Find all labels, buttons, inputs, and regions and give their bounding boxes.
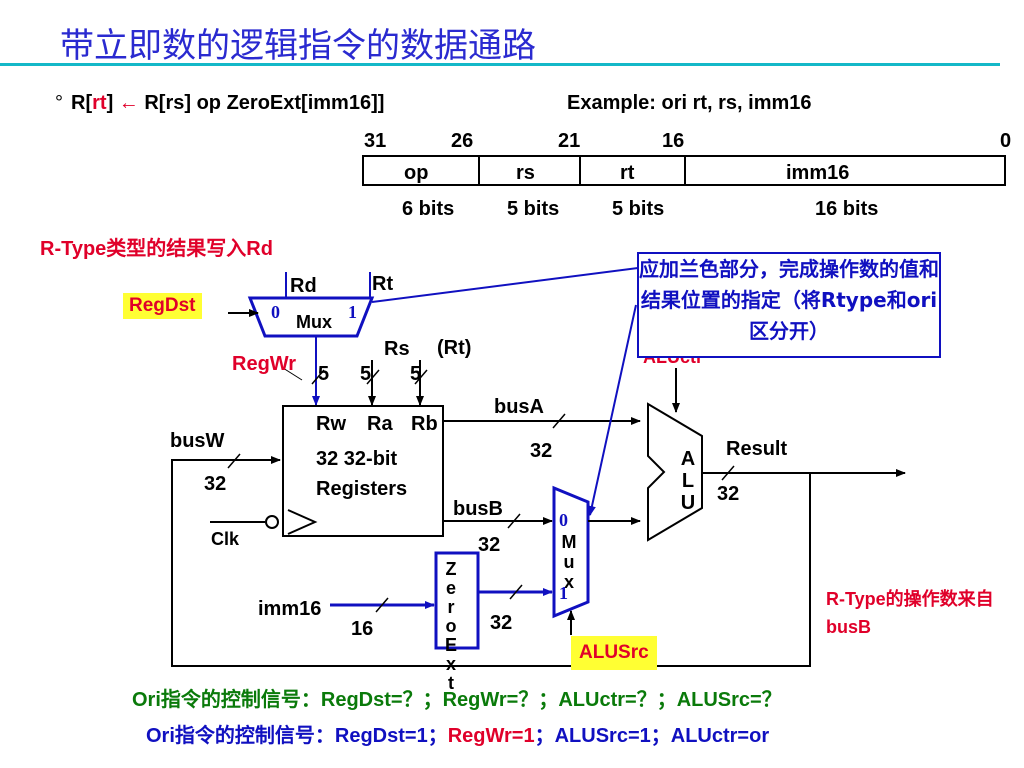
rtl-line: ° R[rt] ← R[rs] op ZeroExt[imm16]] bbox=[55, 92, 384, 115]
answer-alusrc-aluctr: ；ALUSrc=1；ALUctr=or bbox=[534, 725, 770, 747]
field-rs: rs bbox=[516, 162, 535, 184]
alusrc-mux-label: Mux bbox=[559, 532, 579, 592]
rtl-prefix: R[ bbox=[71, 92, 93, 114]
width-5: 5 bbox=[410, 363, 422, 385]
field-divider bbox=[684, 155, 686, 186]
callout-pointer bbox=[588, 304, 637, 516]
rw-port: Rw bbox=[316, 413, 346, 435]
alusrc-control: ALUSrc bbox=[571, 636, 657, 670]
regdst-mux-label: Mux bbox=[296, 312, 332, 332]
tick bbox=[509, 584, 523, 600]
alusrc-mux-1: 1 bbox=[559, 583, 568, 603]
result-label: Result bbox=[726, 438, 788, 460]
clock-bubble bbox=[265, 515, 279, 529]
regwr-control: RegWr bbox=[232, 353, 297, 375]
regdst-mux-0: 0 bbox=[271, 302, 280, 322]
tick bbox=[507, 513, 521, 529]
zeroext-box bbox=[434, 551, 480, 650]
alusrc-mux-shape bbox=[552, 485, 590, 619]
ra-port: Ra bbox=[367, 413, 393, 435]
register-file-line1: 32 32-bit bbox=[316, 448, 398, 470]
tick bbox=[375, 597, 389, 613]
width-rs: 5 bits bbox=[507, 198, 560, 220]
tick bbox=[552, 413, 566, 429]
regdst-control: RegDst bbox=[123, 293, 202, 319]
slide-title: 带立即数的逻辑指令的数据通路 bbox=[60, 26, 536, 66]
bit-26: 26 bbox=[451, 130, 474, 152]
busb-label: busB bbox=[453, 498, 503, 520]
regwr-wire bbox=[282, 367, 303, 381]
imm16-width: 16 bbox=[351, 618, 374, 640]
busa-label: busA bbox=[494, 396, 544, 418]
control-signals-answer: Ori指令的控制信号：RegDst=1；RegWr=1；ALUSrc=1；ALU… bbox=[146, 719, 769, 748]
width-imm16: 16 bits bbox=[815, 198, 879, 220]
answer-regdst: Ori指令的控制信号：RegDst=1； bbox=[146, 725, 448, 747]
bullet-dot: ° bbox=[55, 92, 63, 114]
width-5: 5 bbox=[318, 363, 330, 385]
callout-pointer bbox=[371, 267, 639, 303]
tick bbox=[414, 369, 428, 385]
bit-16: 16 bbox=[662, 130, 685, 152]
tick bbox=[721, 465, 735, 481]
busw-width: 32 bbox=[204, 473, 227, 495]
width-rt: 5 bits bbox=[612, 198, 665, 220]
zeroext-width: 32 bbox=[490, 612, 513, 634]
rtype-busb-note: R-Type的操作数来自busB bbox=[826, 589, 994, 637]
alu-label: ALU bbox=[677, 448, 699, 514]
result-width: 32 bbox=[717, 483, 740, 505]
tick bbox=[227, 453, 241, 469]
busw-loop bbox=[171, 456, 811, 667]
rtl-rt: rt bbox=[92, 92, 107, 114]
width-5: 5 bbox=[360, 363, 372, 385]
bit-31: 31 bbox=[364, 130, 387, 152]
rtl-suffix: ] bbox=[106, 92, 114, 114]
busb-width: 32 bbox=[478, 534, 501, 556]
rd-label: Rd bbox=[290, 275, 317, 297]
regdst-mux-shape bbox=[247, 296, 375, 338]
zeroext-label: ZeroExt bbox=[441, 559, 461, 692]
control-signals-question: Ori指令的控制信号：RegDst=？；RegWr=？；ALUctr=？；ALU… bbox=[132, 689, 782, 711]
bit-0: 0 bbox=[1000, 130, 1012, 152]
answer-regwr: RegWr=1 bbox=[447, 725, 535, 747]
rt-paren-label: (Rt) bbox=[437, 337, 472, 359]
clock-triangle bbox=[287, 509, 318, 535]
width-op: 6 bits bbox=[402, 198, 455, 220]
alusrc-mux-0: 0 bbox=[559, 510, 568, 530]
rt-label: Rt bbox=[372, 273, 394, 295]
field-rt: rt bbox=[620, 162, 635, 184]
rs-label: Rs bbox=[384, 338, 410, 360]
title-underline bbox=[0, 63, 1000, 66]
rb-port: Rb bbox=[411, 413, 438, 435]
rtl-arrow: ← bbox=[118, 92, 139, 114]
tick bbox=[311, 369, 325, 385]
field-divider bbox=[579, 155, 581, 186]
busw-label: busW bbox=[170, 430, 225, 452]
imm16-label: imm16 bbox=[258, 598, 322, 620]
tick bbox=[366, 369, 380, 385]
register-file-line2: Registers bbox=[316, 478, 408, 500]
field-op: op bbox=[404, 162, 429, 184]
example-instruction: Example: ori rt, rs, imm16 bbox=[567, 92, 812, 114]
bit-21: 21 bbox=[558, 130, 581, 152]
clk-label: Clk bbox=[211, 529, 240, 549]
rtl-rhs: R[rs] op ZeroExt[imm16]] bbox=[144, 92, 385, 114]
register-file-box bbox=[282, 405, 444, 537]
rtype-rd-note: R-Type类型的结果写入Rd bbox=[40, 238, 273, 260]
regdst-mux-1: 1 bbox=[348, 302, 357, 322]
field-imm16: imm16 bbox=[786, 162, 850, 184]
busa-width: 32 bbox=[530, 440, 553, 462]
alu-shape bbox=[647, 402, 703, 542]
callout-note: 应加兰色部分，完成操作数的值和结果位置的指定（将Rtype和ori区分开） bbox=[637, 252, 941, 358]
field-divider bbox=[478, 155, 480, 186]
